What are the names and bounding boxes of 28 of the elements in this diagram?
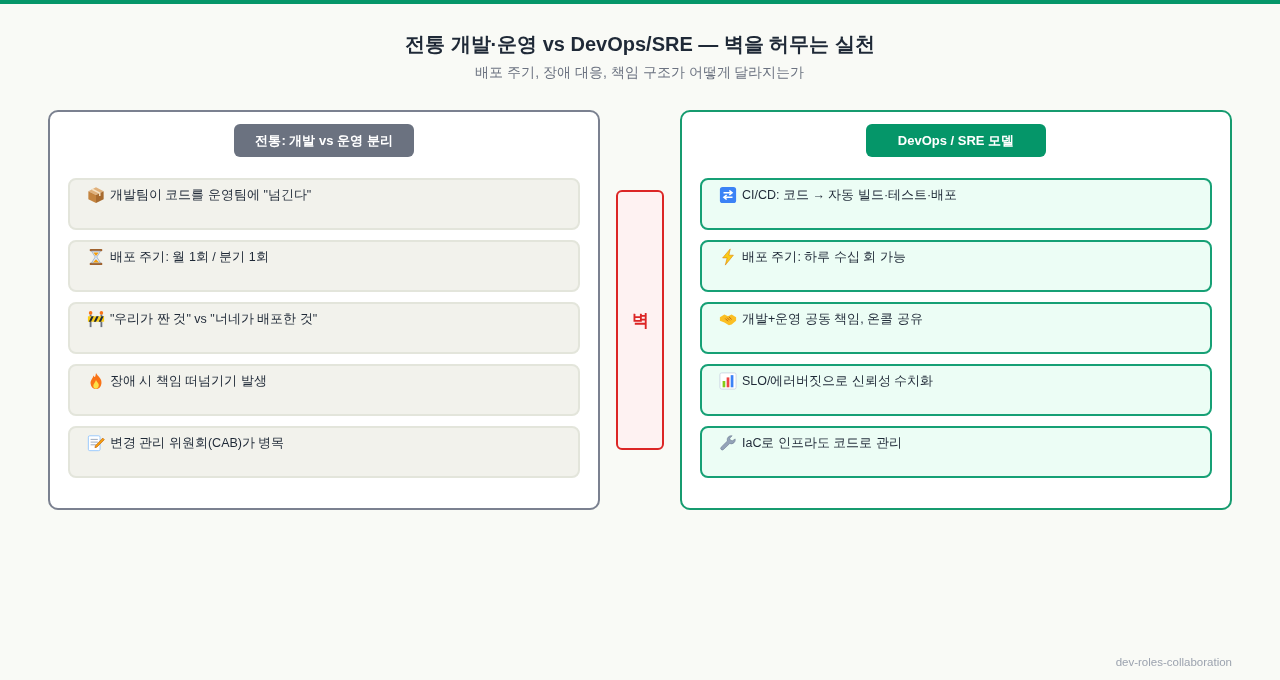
title: 전통 개발·운영 vs DevOps/SRE — 벽을 허무는 실천 (403, 32, 877, 57)
item-card (700, 364, 1212, 416)
heading-badge: 전통: 개발 vs 운영 분리 (234, 124, 414, 157)
item-card (68, 240, 580, 292)
item-text: 개발+운영 공동 책임, 온콜 공유 (742, 311, 923, 328)
item-text: 배포 주기: 월 1회 / 분기 1회 (110, 249, 269, 266)
item-text: 개발팀이 코드를 운영팀에 "넘긴다" (110, 187, 312, 204)
item-text: 장애 시 책임 떠넘기기 발생 (110, 373, 267, 390)
item-text: CI/CD: 코드 → 자동 빌드·테스트·배포 (742, 187, 958, 204)
subtitle: 배포 주기, 장애 대응, 책임 구조가 어떻게 달라지는가 (474, 63, 806, 82)
wall-box: 벽 (616, 190, 664, 450)
item-card (68, 178, 580, 230)
panel (680, 110, 1232, 510)
item-card (68, 426, 580, 478)
item-card (700, 426, 1212, 478)
item-card (68, 302, 580, 354)
panel (48, 110, 600, 510)
item-text: "우리가 짠 것" vs "너네가 배포한 것" (110, 311, 318, 328)
item-card (700, 302, 1212, 354)
footer-text: dev-roles-collaboration (1115, 655, 1232, 670)
item-card (700, 240, 1212, 292)
item-text: SLO/에러버짓으로 신뢰성 수치화 (742, 373, 934, 390)
item-text: IaC로 인프라도 코드로 관리 (742, 435, 902, 452)
item-text: 배포 주기: 하루 수십 회 가능 (742, 249, 906, 266)
item-card (68, 364, 580, 416)
item-text: 변경 관리 위원회(CAB)가 병목 (110, 435, 285, 452)
item-card (700, 178, 1212, 230)
heading-badge: DevOps / SRE 모델 (866, 124, 1046, 157)
